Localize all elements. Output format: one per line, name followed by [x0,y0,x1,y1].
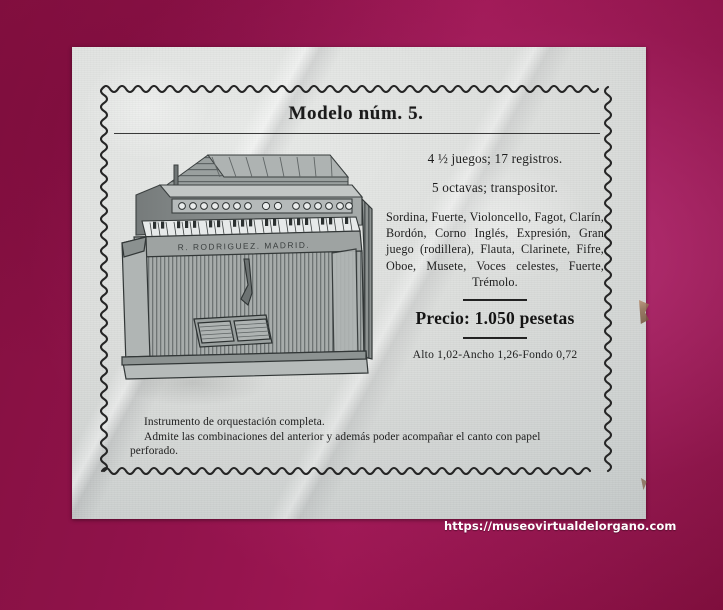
price-rule-bottom [463,337,527,340]
ornamental-wavy-border [100,85,612,475]
advert-content: Modelo núm. 5. [100,85,612,475]
bottom-notes: Instrumento de orquestación completa. Ad… [130,415,582,459]
specifications-column: 4 ½ juegos; 17 registros. 5 octavas; tra… [386,145,604,361]
page-title: Modelo núm. 5. [288,103,424,124]
paper-tear-nick [639,300,649,324]
harmonium-engraving-illustration: R. RODRIGUEZ. MADRID. [116,151,374,393]
stops-list-text: Sordina, Fuerte, Violoncello, Fagot, Cla… [386,210,604,289]
spec-line-registers: 4 ½ juegos; 17 registros. [427,151,563,166]
price-label: Precio: 1.050 pesetas [415,308,575,329]
spec-line-octaves: 5 octavas; transpositor. [431,179,559,195]
svg-text:R. RODRIGUEZ. MADRID.: R. RODRIGUEZ. MADRID. [178,240,311,253]
price-rule-top [463,299,527,302]
paper-highlight-right [416,160,589,283]
watermark-url: https://museovirtualdelorgano.com [444,519,677,533]
paper-tear-nick-lower [641,478,647,490]
title-divider-rule [114,133,600,134]
note-line-2: Admite las combinaciones del anterior y … [130,430,541,458]
note-line-1: Instrumento de orquestación completa. [144,416,325,428]
dimensions-label: Alto 1,02-Ancho 1,26-Fondo 0,72 [412,348,578,362]
